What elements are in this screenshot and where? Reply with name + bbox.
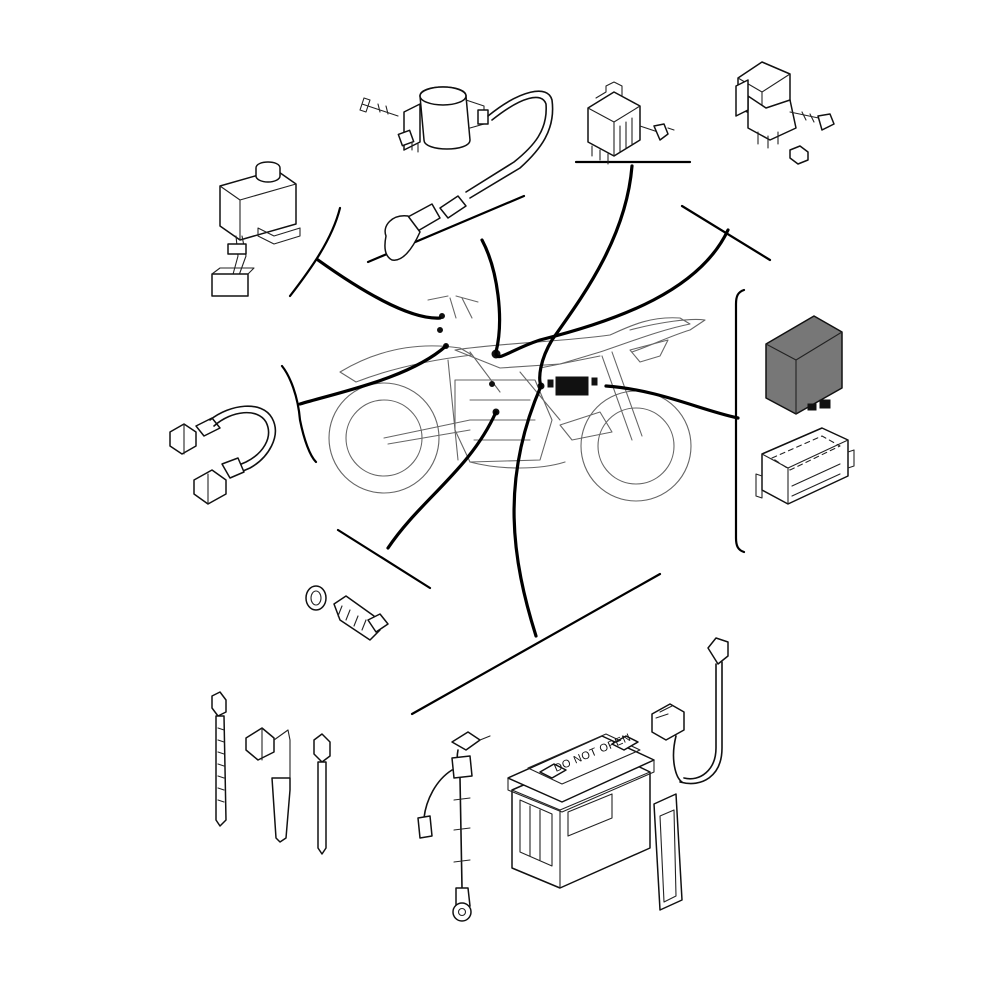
cable-tie-long xyxy=(211,691,227,827)
leader-cdi-switch xyxy=(316,258,442,320)
cable-tie-short xyxy=(313,733,331,855)
bracket-cdi-switch xyxy=(288,206,342,298)
connector-with-clamp xyxy=(245,727,291,843)
leader-lines xyxy=(298,164,740,638)
leader-battery xyxy=(512,384,543,638)
bracket-relay xyxy=(680,204,772,262)
battery: DO NOT OPEN xyxy=(507,732,655,889)
motorcycle-outline xyxy=(328,295,706,502)
front-wheel xyxy=(580,390,692,502)
neutral-switch xyxy=(305,585,389,641)
cdi-rubber-mount xyxy=(755,427,855,505)
battery-strap xyxy=(653,793,683,911)
cdi-unit xyxy=(765,315,843,415)
leader-relay xyxy=(494,228,730,359)
leader-regulator xyxy=(538,164,634,388)
ignition-coil xyxy=(359,86,554,261)
leader-neutral-switch xyxy=(386,410,498,550)
bracket-cdi-box xyxy=(734,288,746,554)
leader-ignition-coil xyxy=(480,238,502,354)
bracket-sensor-lead xyxy=(280,364,318,464)
group-brackets xyxy=(280,160,772,716)
voltage-regulator xyxy=(587,81,675,165)
battery-positive-lead xyxy=(651,637,729,785)
leader-sensor-lead xyxy=(298,344,448,406)
handlebar-switch-assembly xyxy=(211,161,301,297)
sensor-lead-harness xyxy=(169,405,277,505)
frame-and-bodywork xyxy=(339,295,706,469)
battery-negative-lead xyxy=(417,731,491,922)
starter-relay xyxy=(735,61,835,165)
bracket-neutral-switch xyxy=(336,528,432,590)
leader-cdi-box xyxy=(604,384,740,420)
bracket-battery xyxy=(410,572,662,716)
